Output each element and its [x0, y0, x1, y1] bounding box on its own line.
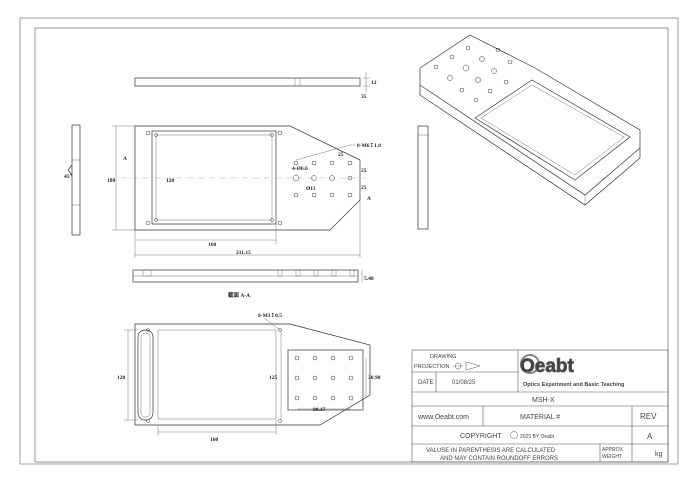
main-spacing-label-2: 25 [361, 168, 367, 174]
main-width-label: 160 [208, 242, 217, 248]
main-label-a-right: A [367, 196, 371, 202]
bottom-hole-note: 8-M3↧0.5 [258, 313, 282, 319]
main-hole-note-suffix: ↧1.0 [370, 143, 382, 149]
copyright-icon [510, 431, 518, 439]
side-angle-label: 45° [64, 173, 72, 180]
disclaimer-line-2: AND MAY CONTAIN ROUNDOFF ERRORS [440, 456, 558, 462]
inner-border [34, 27, 669, 463]
rev-value: A [647, 432, 653, 441]
logo-tagline: Optics Experiment and Basic Teaching [523, 382, 624, 388]
title-projection-label: PROJECTION [414, 364, 449, 370]
main-view: A A 180 120 8-M6↧1.0 25 25 25 4-Ø6.6 Ø11… [107, 125, 381, 258]
logo-ring-icon [520, 354, 540, 374]
top-view: 12 35 [134, 72, 377, 100]
main-label-a-left: A [123, 156, 127, 162]
copyright-label: COPYRIGHT [460, 433, 502, 440]
main-total-width-label: 211.15 [236, 250, 251, 256]
approx-label: APPROX [602, 447, 624, 453]
outer-border [19, 17, 679, 465]
section-view: 5.48 截面 A-A [132, 269, 374, 299]
part-number: MSH-X [532, 397, 555, 404]
bottom-width-label: 90.17 [313, 407, 326, 413]
top-view-step-label: 35 [361, 94, 367, 100]
rev-label: REV [640, 412, 657, 421]
bottom-offset-label: 30.98 [368, 375, 381, 381]
title-date-value: 01/08/25 [452, 380, 476, 386]
bottom-hole-note-suffix: ↧0.5 [271, 313, 283, 319]
title-block: DRAWING PROJECTION DATE 01/08/25 Oeabt O… [411, 349, 669, 463]
left-side-view: 45° [64, 124, 81, 236]
material-label: MATERIAL # [520, 414, 560, 421]
weight-unit: kg [655, 451, 663, 458]
main-inner-height-label: 120 [166, 178, 175, 184]
bottom-bottom-width-label: 160 [210, 437, 219, 443]
main-spacing-label-3: 25 [361, 185, 367, 191]
logo-text: Oeabt [520, 356, 575, 377]
main-center-hole-label: Ø11 [306, 186, 316, 192]
projection-symbol-icon [453, 361, 481, 371]
right-side-view [417, 125, 429, 230]
section-title: 截面 A-A [228, 291, 250, 299]
disclaimer-line-1: VALUSE IN PARENTHESIS ARE CALCULATED [426, 448, 556, 454]
main-hole-note-part: 8-M6 [357, 143, 370, 149]
top-view-thickness-label: 12 [371, 80, 377, 86]
website-label: www.Oeabt.com [417, 414, 469, 421]
isometric-view [419, 34, 641, 206]
bottom-inner-height-label: 125 [269, 375, 278, 381]
bottom-height-label: 120 [117, 375, 126, 381]
bottom-hole-note-part: 8-M3 [258, 313, 271, 319]
title-date-label: DATE [418, 380, 434, 386]
bottom-view: 8-M3↧0.5 120 125 30.98 90.17 160 [117, 313, 381, 443]
section-thickness-label: 5.48 [364, 276, 374, 282]
main-hole-size-note: 4-Ø6.6 [292, 166, 308, 172]
copyright-note: 2025 BY Oeabt [520, 434, 555, 440]
weight-label: WEIGHT [602, 454, 622, 460]
main-spacing-label-1: 25 [338, 152, 344, 158]
title-drawing-label: DRAWING [430, 354, 456, 360]
main-height-label: 180 [107, 178, 116, 184]
main-hole-note: 8-M6↧1.0 [357, 143, 381, 149]
